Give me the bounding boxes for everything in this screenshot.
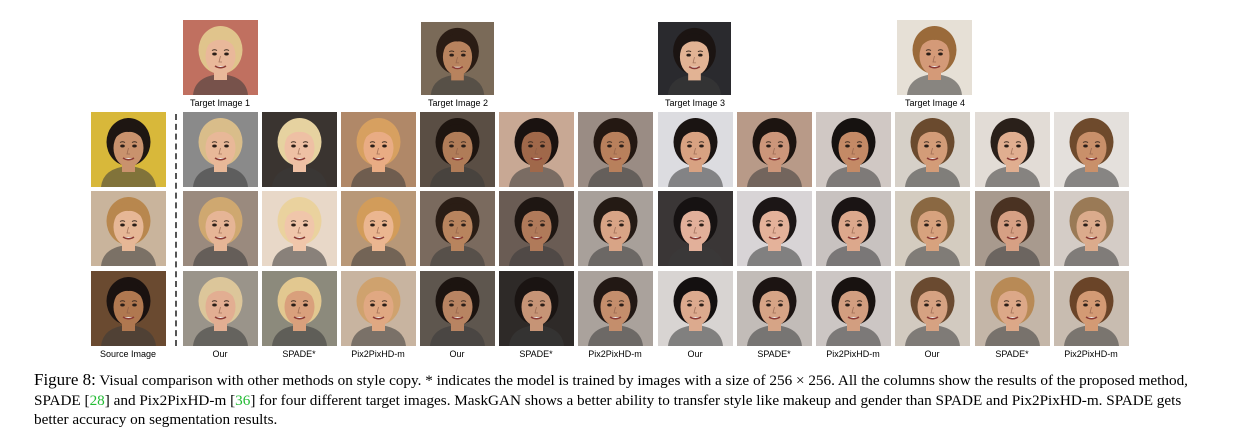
result-image-spade-row2-col3: [262, 191, 337, 266]
result-image-our-row2-col11: [895, 191, 970, 266]
column-label-source: Source Image: [99, 349, 157, 359]
result-image-pix2pixhd-row2-col7: [578, 191, 653, 266]
target-image-1: [183, 20, 258, 95]
column-label-pix2pixhd-2: Pix2PixHD-m: [588, 349, 642, 359]
result-image-pix2pixhd-row3-col10: [816, 271, 891, 346]
result-image-spade-row3-col3: [262, 271, 337, 346]
column-label-pix2pixhd-1: Pix2PixHD-m: [351, 349, 405, 359]
column-label-spade-2: SPADE*: [519, 349, 553, 359]
column-label-our-4: Our: [924, 349, 940, 359]
result-image-pix2pixhd-row2-col10: [816, 191, 891, 266]
column-label-our-1: Our: [212, 349, 228, 359]
column-label-our-2: Our: [449, 349, 465, 359]
result-image-pix2pixhd-row3-col7: [578, 271, 653, 346]
result-image-our-row1-col5: [420, 112, 495, 187]
result-image-source-row3-col1: [91, 271, 166, 346]
result-image-spade-row3-col6: [499, 271, 574, 346]
result-image-pix2pixhd-row1-col13: [1054, 112, 1129, 187]
result-image-pix2pixhd-row1-col10: [816, 112, 891, 187]
result-image-spade-row1-col9: [737, 112, 812, 187]
caption-figure-number: Figure 8:: [34, 370, 96, 389]
result-image-spade-row1-col12: [975, 112, 1050, 187]
result-image-our-row3-col5: [420, 271, 495, 346]
target-image-3: [657, 22, 732, 95]
result-image-our-row3-col8: [658, 271, 733, 346]
caption-text-2: ] and Pix2PixHD-m [: [104, 391, 236, 409]
column-label-spade-1: SPADE*: [282, 349, 316, 359]
result-image-pix2pixhd-row3-col13: [1054, 271, 1129, 346]
result-image-pix2pixhd-row3-col4: [341, 271, 416, 346]
column-label-pix2pixhd-3: Pix2PixHD-m: [826, 349, 880, 359]
figure-caption: Figure 8: Visual comparison with other m…: [34, 370, 1194, 430]
target-image-1-label: Target Image 1: [189, 98, 251, 108]
result-image-our-row2-col5: [420, 191, 495, 266]
result-image-spade-row1-col6: [499, 112, 574, 187]
result-image-spade-row3-col9: [737, 271, 812, 346]
caption-text-1: Visual comparison with other methods on …: [34, 372, 1188, 409]
target-image-4-label: Target Image 4: [904, 98, 966, 108]
result-image-spade-row2-col9: [737, 191, 812, 266]
target-image-4: [897, 20, 972, 95]
caption-text-3: ] for four different target images. Mask…: [34, 391, 1182, 429]
result-image-our-row2-col2: [183, 191, 258, 266]
target-image-3-label: Target Image 3: [664, 98, 726, 108]
result-image-our-row1-col8: [658, 112, 733, 187]
result-image-pix2pixhd-row1-col4: [341, 112, 416, 187]
result-image-our-row2-col8: [658, 191, 733, 266]
result-image-spade-row2-col6: [499, 191, 574, 266]
citation-link-28[interactable]: 28: [89, 391, 105, 409]
result-image-our-row3-col2: [183, 271, 258, 346]
result-image-our-row1-col11: [895, 112, 970, 187]
result-image-pix2pixhd-row2-col13: [1054, 191, 1129, 266]
result-image-our-row3-col11: [895, 271, 970, 346]
result-image-spade-row1-col3: [262, 112, 337, 187]
target-image-2: [420, 22, 495, 95]
citation-link-36[interactable]: 36: [235, 391, 251, 409]
target-image-2-label: Target Image 2: [427, 98, 489, 108]
result-image-pix2pixhd-row2-col4: [341, 191, 416, 266]
column-label-spade-4: SPADE*: [995, 349, 1029, 359]
column-label-our-3: Our: [687, 349, 703, 359]
column-label-pix2pixhd-4: Pix2PixHD-m: [1064, 349, 1118, 359]
result-image-spade-row3-col12: [975, 271, 1050, 346]
result-image-pix2pixhd-row1-col7: [578, 112, 653, 187]
result-image-spade-row2-col12: [975, 191, 1050, 266]
result-image-source-row1-col1: [91, 112, 166, 187]
result-image-our-row1-col2: [183, 112, 258, 187]
column-label-spade-3: SPADE*: [757, 349, 791, 359]
source-divider: [175, 114, 177, 346]
result-image-source-row2-col1: [91, 191, 166, 266]
